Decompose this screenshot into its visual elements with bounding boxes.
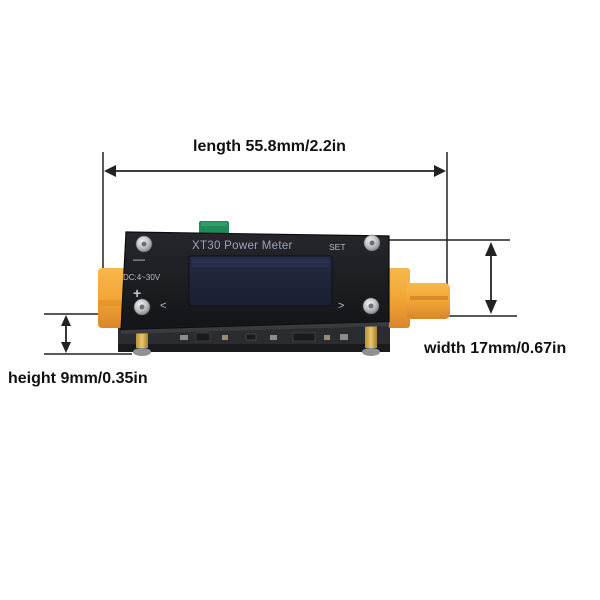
screw-center: [139, 304, 145, 310]
standoff-right-foot: [362, 348, 380, 356]
smd-component: [195, 332, 211, 342]
height-dimension-label: height 9mm/0.35in: [8, 370, 148, 387]
plus-sign-label: +: [133, 285, 142, 301]
width-arrow-bottom-head: [485, 300, 497, 314]
smd-component: [292, 332, 316, 342]
right-xt30-connector: [388, 268, 450, 328]
right-arrow-label: >: [338, 300, 345, 312]
length-arrow-right-head: [434, 165, 446, 177]
right-connector-base: [388, 268, 410, 328]
width-arrow-top-head: [485, 242, 497, 256]
length-dimension-label: length 55.8mm/2.2in: [193, 138, 346, 155]
face-plate-bottom-edge: [121, 322, 389, 334]
length-arrow-left-head: [104, 165, 116, 177]
standoff-left-foot: [133, 348, 151, 356]
screw-center: [369, 240, 375, 246]
right-connector-groove: [410, 296, 448, 300]
display-screen: [188, 255, 333, 307]
minus-sign-label: —: [133, 252, 145, 266]
width-dimension-label: width 17mm/0.67in: [424, 340, 567, 357]
screw-center: [368, 303, 374, 309]
left-connector-shade: [98, 300, 132, 306]
dimension-lines: [44, 152, 517, 355]
smd-component: [222, 335, 228, 340]
green-tab-highlight: [201, 222, 227, 226]
height-arrow-top-head: [61, 315, 71, 326]
device-title-text: XT30 Power Meter: [192, 240, 293, 252]
smd-component: [324, 335, 330, 340]
display-reflection: [192, 259, 329, 267]
screw-center: [141, 241, 147, 247]
height-arrow-bottom-head: [61, 342, 71, 353]
screws: [133, 234, 381, 316]
set-button-label: SET: [329, 242, 346, 252]
left-arrow-label: <: [160, 300, 167, 312]
smd-component: [270, 335, 277, 340]
smd-component: [245, 333, 257, 341]
smd-component: [340, 334, 348, 340]
smd-component: [180, 335, 188, 340]
voltage-range-label: DC:4~30V: [123, 273, 161, 282]
right-connector-plug: [406, 283, 450, 319]
lower-pcb-edge: [118, 344, 390, 352]
oled-display: [188, 255, 333, 307]
